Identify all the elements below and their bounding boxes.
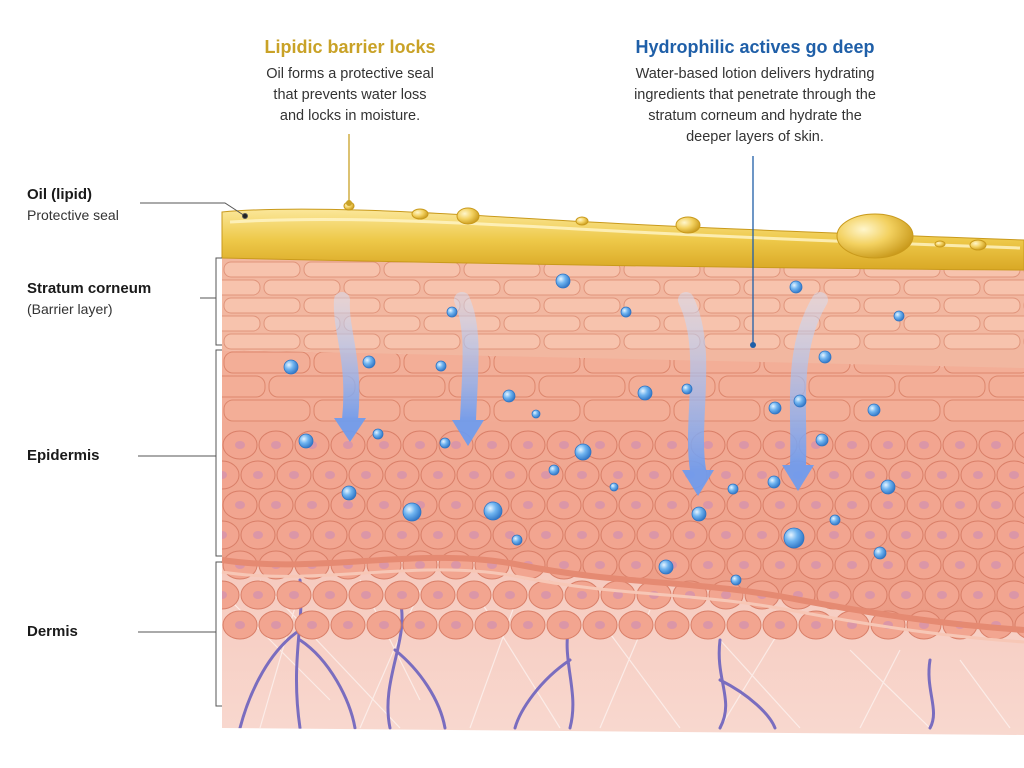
water-droplet — [372, 428, 384, 440]
water-droplet — [435, 360, 447, 372]
callout-leaders — [346, 134, 756, 348]
hydrophilic-actives-title: Hydrophilic actives go deep — [635, 37, 875, 57]
water-droplet — [362, 355, 376, 369]
water-droplets — [283, 273, 905, 586]
water-droplet — [402, 502, 422, 522]
water-droplet — [867, 403, 881, 417]
penetration-arrow — [333, 292, 366, 442]
water-droplet — [893, 310, 905, 322]
description-line: deeper layers of skin. — [686, 129, 824, 145]
water-droplet — [727, 483, 739, 495]
water-droplet — [829, 514, 841, 526]
penetration-arrow — [678, 292, 714, 496]
lipid-barrier-description: Oil forms a protective seal that prevent… — [220, 64, 480, 127]
water-droplet — [439, 437, 451, 449]
oil-lipid-title: Oil (lipid) — [27, 186, 92, 203]
description-line: that prevents water loss — [273, 87, 427, 103]
stratum-corneum-label: Stratum corneum (Barrier layer) — [27, 279, 151, 319]
water-droplet — [818, 350, 832, 364]
dermis-fibers — [229, 579, 1011, 729]
water-droplet — [789, 280, 803, 294]
water-droplet — [681, 383, 693, 395]
description-line: Oil forms a protective seal — [266, 66, 434, 82]
water-droplet — [767, 475, 781, 489]
description-line: ingredients that penetrate through the — [634, 87, 876, 103]
water-droplet — [815, 433, 829, 447]
dermis-bracket — [138, 561, 222, 707]
penetration-arrow — [452, 292, 484, 446]
oil-lipid-label: Oil (lipid) Protective seal — [27, 185, 119, 225]
water-droplet — [555, 273, 571, 289]
water-droplet — [637, 385, 653, 401]
description-line: stratum corneum and hydrate the — [648, 108, 862, 124]
dermis-title: Dermis — [27, 623, 78, 640]
water-droplet — [446, 306, 458, 318]
water-droplet — [483, 501, 503, 521]
water-droplet — [730, 574, 742, 586]
water-droplet — [691, 506, 707, 522]
stratum-corneum-subtitle: (Barrier layer) — [27, 301, 113, 317]
dermis-layer — [222, 557, 1024, 735]
water-droplet — [548, 464, 560, 476]
stratum-bracket — [200, 257, 222, 346]
water-droplet — [880, 479, 896, 495]
water-droplet — [511, 534, 523, 546]
water-droplet — [574, 443, 592, 461]
hydrophilic-actives-description: Water-based lotion delivers hydrating in… — [585, 64, 925, 148]
penetration-arrow — [782, 292, 828, 491]
water-droplet — [783, 527, 805, 549]
description-line: Water-based lotion delivers hydrating — [635, 66, 875, 82]
epidermis-bracket — [138, 349, 222, 557]
hydrophilic-actives-callout: Hydrophilic actives go deep Water-based … — [585, 36, 925, 148]
water-droplet — [793, 394, 807, 408]
penetration-arrows — [333, 292, 828, 496]
epidermis-label: Epidermis — [27, 446, 100, 466]
water-droplet — [531, 409, 541, 419]
water-droplet — [341, 485, 357, 501]
stratum-corneum-cells — [222, 261, 1024, 350]
stratum-corneum-title: Stratum corneum — [27, 280, 152, 297]
lipid-barrier-title: Lipidic barrier locks — [264, 37, 436, 57]
epidermis-title: Epidermis — [27, 447, 100, 464]
description-line: and locks in moisture. — [279, 108, 421, 124]
water-droplet — [620, 306, 632, 318]
water-droplet — [298, 433, 314, 449]
water-droplet — [283, 359, 299, 375]
oil-droplets — [343, 201, 987, 259]
water-droplet — [768, 401, 782, 415]
oil-lipid-subtitle: Protective seal — [27, 207, 119, 223]
layer-brackets — [138, 202, 248, 707]
water-droplet — [609, 482, 619, 492]
epidermis-cells — [222, 351, 1024, 640]
lipid-barrier-callout: Lipidic barrier locks Oil forms a protec… — [220, 36, 480, 127]
oil-leader-line — [140, 202, 246, 217]
water-droplet — [502, 389, 516, 403]
water-droplet — [658, 559, 674, 575]
basement-membrane — [221, 554, 1024, 633]
dermis-label: Dermis — [27, 622, 78, 642]
water-droplet — [873, 546, 887, 560]
